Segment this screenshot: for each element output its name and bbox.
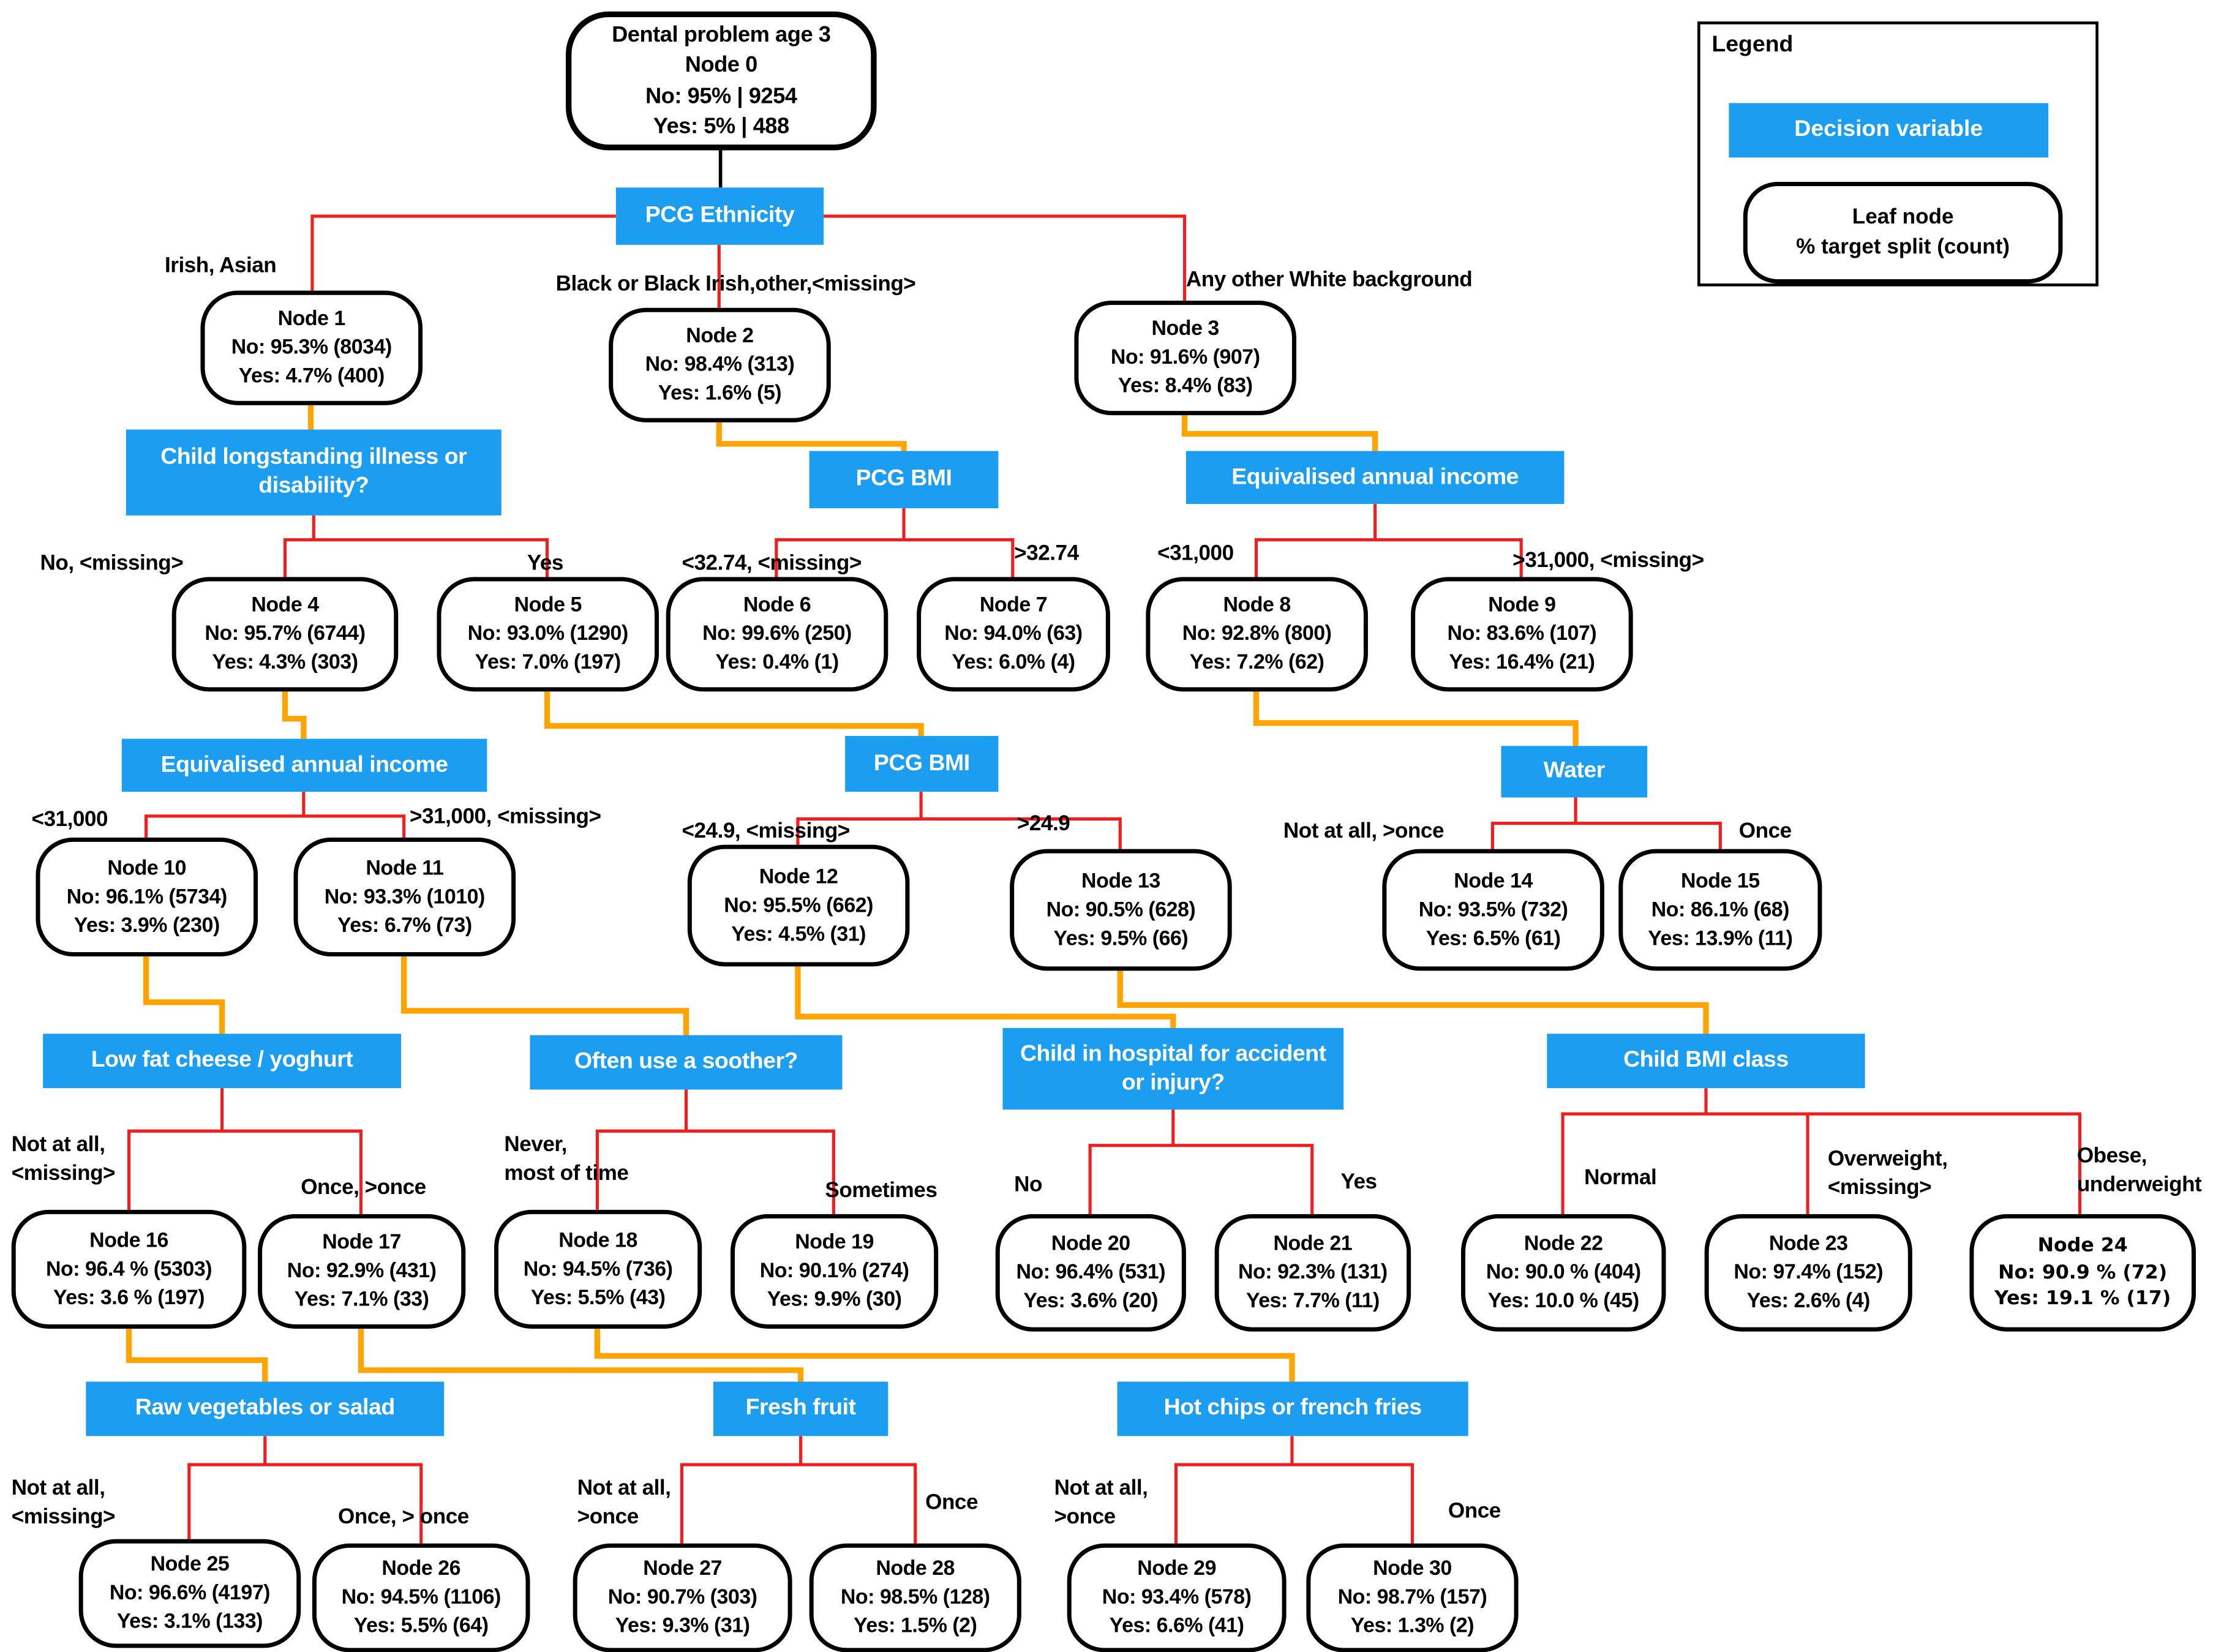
legend-title: Legend xyxy=(1711,32,1794,58)
edge-label-any-white: Any other White background xyxy=(1185,268,1473,293)
edge-label-irish-asian: Irish, Asian xyxy=(165,253,277,278)
edge-label-lt249: <24.9, <missing> xyxy=(682,819,850,844)
edge-label-gt3274: >32.74 xyxy=(1014,541,1079,566)
legend-decision-swatch: Decision variable xyxy=(1729,103,2049,158)
decision-low-fat-cheese: Low fat cheese / yoghurt xyxy=(43,1034,401,1089)
decision-income-1: Equivalised annual income xyxy=(1185,451,1565,505)
edge-label-bmi-overweight: Overweight, <missing> xyxy=(1827,1146,1948,1200)
edge-label-soother-left: Never, most of time xyxy=(504,1132,629,1185)
decision-hospital: Child in hospital for accident or injury… xyxy=(1002,1027,1344,1110)
node-no: No: 95% | 9254 xyxy=(645,83,797,108)
decision-child-illness: Child longstanding illness or disability… xyxy=(126,429,502,516)
edge-label-lowfat-left: Not at all, <missing> xyxy=(11,1132,116,1185)
edge-label-lowfat-right: Once, >once xyxy=(301,1175,426,1200)
edge-label-chips-right: Once xyxy=(1448,1499,1501,1523)
decision-pcg-bmi-1: PCG BMI xyxy=(809,451,999,509)
edge-label-rawveg-right: Once, > once xyxy=(338,1504,469,1530)
edge-label-bmi-obese: Obese, underweight xyxy=(2076,1144,2202,1196)
legend-leaf-swatch: Leaf node % target split (count) xyxy=(1743,181,2063,283)
edge-label-chips-left: Not at all, >once xyxy=(1054,1476,1148,1529)
edge-label-yes: Yes xyxy=(527,551,564,576)
decision-hot-chips: Hot chips or french fries xyxy=(1117,1381,1468,1436)
edge-label-fruit-right: Once xyxy=(925,1490,979,1515)
edge-label-no-missing: No, <missing> xyxy=(40,551,184,576)
edge-label-rawveg-left: Not at all, <missing> xyxy=(11,1476,116,1529)
edge-label-fruit-left: Not at all, >once xyxy=(577,1476,671,1529)
decision-pcg-bmi-2: PCG BMI xyxy=(845,735,999,792)
legend: Legend Decision variable Leaf node % tar… xyxy=(1697,21,2098,287)
decision-pcg-ethnicity: PCG Ethnicity xyxy=(615,187,824,245)
decision-raw-vegetables: Raw vegetables or salad xyxy=(86,1381,445,1436)
node-yes: Yes: 5% | 488 xyxy=(653,114,789,139)
decision-soother: Often use a soother? xyxy=(530,1035,843,1090)
leaf-node-0: Dental problem age 3 Node 0 No: 95% | 92… xyxy=(565,11,877,151)
edge-label-gt249: >24.9 xyxy=(1016,811,1070,836)
decision-water: Water xyxy=(1501,746,1648,798)
node-id: Node 0 xyxy=(685,53,758,78)
edge-label-hospital-yes: Yes xyxy=(1340,1170,1377,1195)
edge-label-lt3274: <32.74, <missing> xyxy=(682,551,862,576)
decision-child-bmi-class: Child BMI class xyxy=(1547,1034,1865,1089)
edge-label-soother-right: Sometimes xyxy=(825,1178,937,1203)
edge-label-gt31k-b: >31,000, <missing> xyxy=(410,805,601,829)
decision-income-2: Equivalised annual income xyxy=(121,738,487,792)
decision-fresh-fruit: Fresh fruit xyxy=(713,1381,889,1436)
edge-label-bmi-normal: Normal xyxy=(1584,1165,1657,1190)
edge-label-water-right: Once xyxy=(1738,819,1792,844)
edge-label-lt31k-a: <31,000 xyxy=(1157,541,1234,566)
node-title: Dental problem age 3 xyxy=(612,22,831,47)
edge-label-hospital-no: No xyxy=(1014,1173,1043,1197)
edge-label-black-other: Black or Black Irish,other,<missing> xyxy=(555,272,916,297)
edge-label-water-left: Not at all, >once xyxy=(1283,819,1445,844)
edge-label-lt31k-b: <31,000 xyxy=(31,807,108,832)
edge-label-gt31k-a: >31,000, <missing> xyxy=(1512,548,1704,573)
